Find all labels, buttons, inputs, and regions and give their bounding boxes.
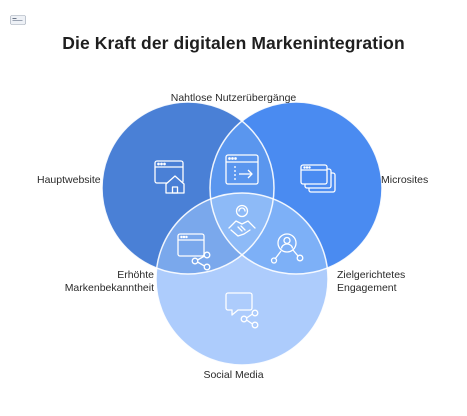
overlap-hauptwebsite-social bbox=[156, 193, 274, 274]
label-zielgerichtetes-engagement: Zielgerichtetes Engagement bbox=[337, 269, 405, 295]
window-arrow-icon bbox=[225, 154, 259, 185]
target-user-icon bbox=[270, 233, 304, 264]
napkin-logo-icon bbox=[10, 12, 26, 25]
label-nahtlose-nutzeruebergaenge: Nahtlose Nutzerübergänge bbox=[170, 92, 297, 104]
website-home-icon bbox=[154, 160, 185, 194]
window-share-icon bbox=[177, 233, 211, 271]
label-line: Engagement bbox=[337, 282, 397, 294]
label-line: Zielgerichtetes bbox=[337, 269, 406, 281]
label-microsites: Microsites bbox=[381, 174, 429, 186]
label-line: Markenbekanntheit bbox=[64, 282, 154, 294]
label-erhoehte-markenbekanntheit: Erhöhte Markenbekanntheit bbox=[65, 269, 154, 295]
label-line: Erhöhte bbox=[117, 269, 154, 281]
label-hauptwebsite: Hauptwebsite bbox=[37, 174, 101, 186]
page-title: Die Kraft der digitalen Markenintegratio… bbox=[62, 33, 405, 53]
stacked-windows-icon bbox=[300, 164, 336, 193]
label-social-media: Social Media bbox=[203, 369, 264, 381]
overlap-microsites-social bbox=[210, 193, 328, 274]
share-message-icon bbox=[225, 292, 259, 329]
handshake-icon bbox=[228, 204, 256, 237]
